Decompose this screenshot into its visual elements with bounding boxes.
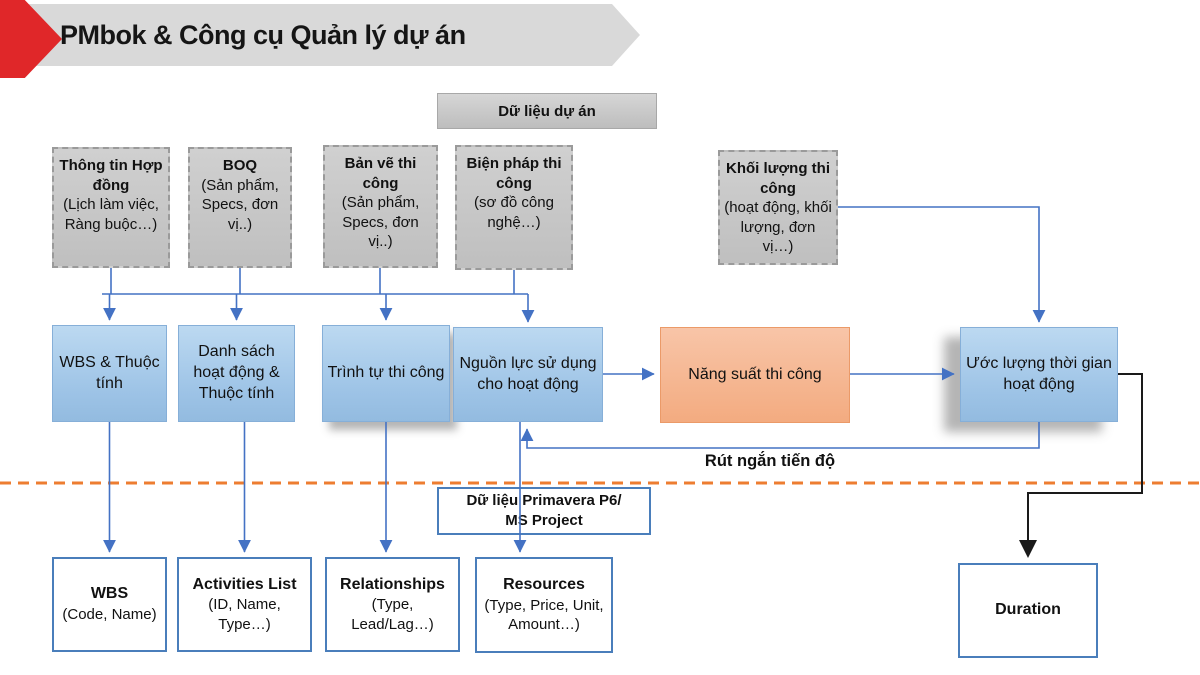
box-title: BOQ bbox=[222, 157, 258, 174]
box-title: Bản vẽ thi công bbox=[344, 155, 417, 192]
box-title: Resources bbox=[503, 576, 585, 594]
box-title: Duration bbox=[995, 601, 1061, 619]
source-box-boq: BOQ (Sản phẩm, Specs, đơn vị..) bbox=[188, 147, 292, 268]
process-box-wbs-attributes: WBS & Thuộc tính bbox=[52, 325, 167, 422]
box-detail: (ID, Name, Type…) bbox=[208, 596, 281, 633]
output-box-activities-list: Activities List (ID, Name, Type…) bbox=[177, 557, 312, 652]
output-box-relationships: Relationships (Type, Lead/Lag…) bbox=[325, 557, 460, 652]
process-box-sequence: Trình tự thi công bbox=[322, 325, 450, 422]
box-detail: (Sản phẩm, Specs, đơn vị..) bbox=[201, 176, 279, 233]
box-detail: (sơ đồ công nghệ…) bbox=[474, 194, 554, 231]
source-box-contract-info: Thông tin Hợp đồng (Lịch làm việc, Ràng … bbox=[52, 147, 170, 268]
box-title: Relationships bbox=[340, 575, 445, 593]
box-detail: (Lịch làm việc, Ràng buộc…) bbox=[63, 196, 159, 233]
primavera-data-box: Dữ liệu Primavera P6/ MS Project bbox=[437, 487, 651, 535]
output-box-wbs: WBS (Code, Name) bbox=[52, 557, 167, 652]
label-line1: Dữ liệu Primavera P6/ bbox=[466, 491, 622, 509]
box-title: Khối lượng thi công bbox=[725, 160, 830, 197]
process-box-duration-estimate: Ước lượng thời gian hoạt động bbox=[960, 327, 1118, 422]
box-detail: (hoạt động, khối lượng, đơn vị…) bbox=[724, 199, 832, 255]
process-box-productivity: Năng suất thi công bbox=[660, 327, 850, 423]
box-detail: (Type, Lead/Lag…) bbox=[351, 596, 434, 633]
source-box-construction-method: Biện pháp thi công (sơ đồ công nghệ…) bbox=[455, 145, 573, 270]
output-box-resources: Resources (Type, Price, Unit, Amount…) bbox=[475, 557, 613, 653]
title-banner: PMbok & Công cụ Quản lý dự án bbox=[25, 4, 640, 66]
box-detail: (Type, Price, Unit, Amount…) bbox=[484, 596, 604, 634]
feedback-label: Rút ngắn tiến độ bbox=[704, 452, 836, 470]
box-title: Thông tin Hợp đồng bbox=[59, 157, 163, 194]
box-title: Activities List bbox=[192, 575, 297, 593]
box-detail: (Code, Name) bbox=[62, 606, 157, 624]
project-data-box: Dữ liệu dự án bbox=[437, 93, 657, 129]
box-title: WBS bbox=[90, 585, 129, 603]
process-box-resources-used: Nguồn lực sử dụng cho hoạt động bbox=[453, 327, 603, 422]
process-box-activity-list: Danh sách hoạt động & Thuộc tính bbox=[178, 325, 295, 422]
page-title: PMbok & Công cụ Quản lý dự án bbox=[60, 19, 466, 50]
source-box-drawings: Bản vẽ thi công (Sản phẩm, Specs, đơn vị… bbox=[323, 145, 438, 268]
source-box-work-quantity: Khối lượng thi công (hoạt động, khối lượ… bbox=[718, 150, 838, 265]
box-detail: (Sản phẩm, Specs, đơn vị..) bbox=[341, 194, 420, 250]
output-box-duration: Duration bbox=[958, 563, 1098, 658]
box-title: Biện pháp thi công bbox=[466, 155, 562, 192]
label-line2: MS Project bbox=[505, 512, 583, 529]
